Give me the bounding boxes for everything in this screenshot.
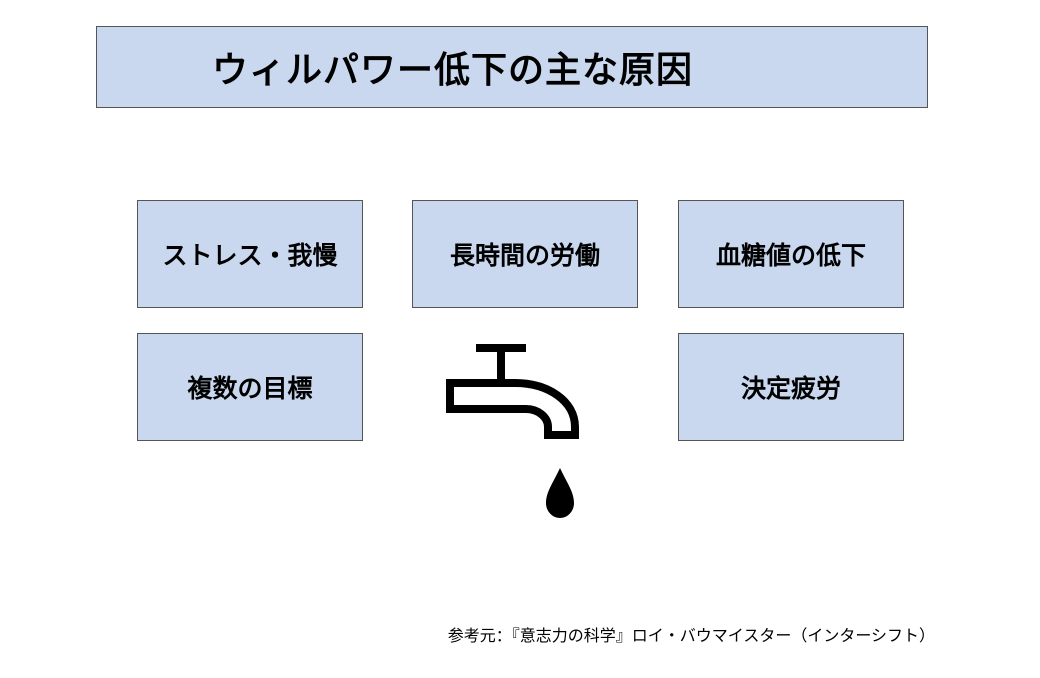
cause-box-blood-sugar: 血糖値の低下 bbox=[678, 200, 904, 308]
cause-label: 決定疲労 bbox=[740, 374, 841, 403]
page-title: ウィルパワー低下の主な原因 bbox=[212, 50, 694, 91]
title-box: ウィルパワー低下の主な原因 bbox=[96, 26, 928, 108]
cause-box-long-hours: 長時間の労働 bbox=[412, 200, 638, 308]
cause-box-decision-fatigue: 決定疲労 bbox=[678, 333, 904, 441]
cause-label: 複数の目標 bbox=[187, 374, 313, 403]
cause-label: 長時間の労働 bbox=[449, 241, 600, 270]
cause-label: 血糖値の低下 bbox=[715, 241, 866, 270]
reference-note: 参考元：『意志力の科学』ロイ・バウマイスター（インターシフト） bbox=[447, 626, 935, 645]
faucet-spout bbox=[446, 379, 579, 439]
cause-box-multiple-goals: 複数の目標 bbox=[137, 333, 363, 441]
cause-box-stress: ストレス・我慢 bbox=[137, 200, 363, 308]
dripping-faucet-icon bbox=[446, 344, 579, 518]
cause-label: ストレス・我慢 bbox=[162, 241, 338, 270]
water-drop bbox=[546, 468, 574, 518]
